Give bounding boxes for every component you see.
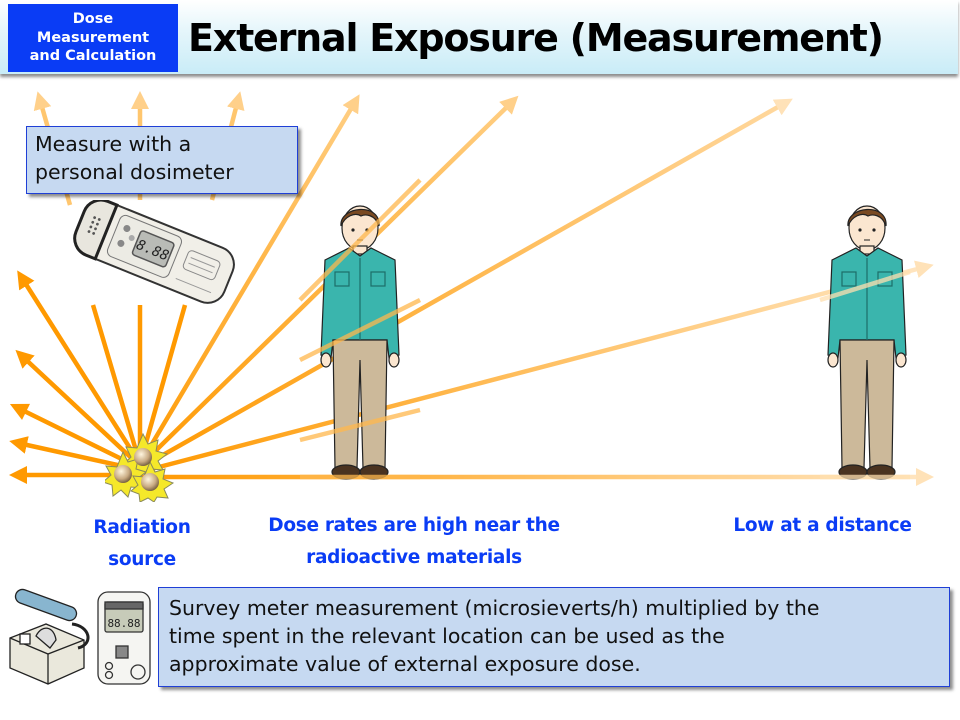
label-line: source xyxy=(108,549,176,570)
survey-meter-icon: 88.88 xyxy=(9,588,151,685)
survey-meter-display: 88.88 xyxy=(107,617,140,630)
personal-dosimeter-callout: Measure with a personal dosimeter xyxy=(26,126,298,194)
callout-line: Survey meter measurement (microsieverts/… xyxy=(169,596,820,620)
radiation-source-icon xyxy=(105,432,175,502)
label-line: radioactive materials xyxy=(306,547,522,568)
person-far-icon xyxy=(827,205,907,480)
person-near-icon xyxy=(320,205,400,480)
callout-line: Measure with a xyxy=(35,132,192,156)
personal-dosimeter-icon: 8.88 xyxy=(73,200,235,304)
badge-line-3: and Calculation xyxy=(29,48,157,65)
label-line: Dose rates are high near the xyxy=(268,515,560,536)
badge-line-1: Dose xyxy=(72,11,114,28)
label-line: Low at a distance xyxy=(733,515,912,536)
badge-line-2: Measurement xyxy=(36,29,150,46)
callout-line: personal dosimeter xyxy=(35,160,234,184)
radiation-source-label: Radiation source xyxy=(72,512,212,576)
callout-line: approximate value of external exposure d… xyxy=(169,652,641,676)
callout-line: time spent in the relevant location can … xyxy=(169,624,725,648)
slide-title: External Exposure (Measurement) xyxy=(188,16,884,60)
near-dose-label: Dose rates are high near the radioactive… xyxy=(234,510,594,574)
far-dose-label: Low at a distance xyxy=(700,510,945,542)
slide-header: Dose Measurement and Calculation Externa… xyxy=(0,0,958,74)
survey-meter-callout: Survey meter measurement (microsieverts/… xyxy=(158,587,950,687)
section-badge: Dose Measurement and Calculation xyxy=(8,4,178,72)
label-line: Radiation xyxy=(93,517,191,538)
